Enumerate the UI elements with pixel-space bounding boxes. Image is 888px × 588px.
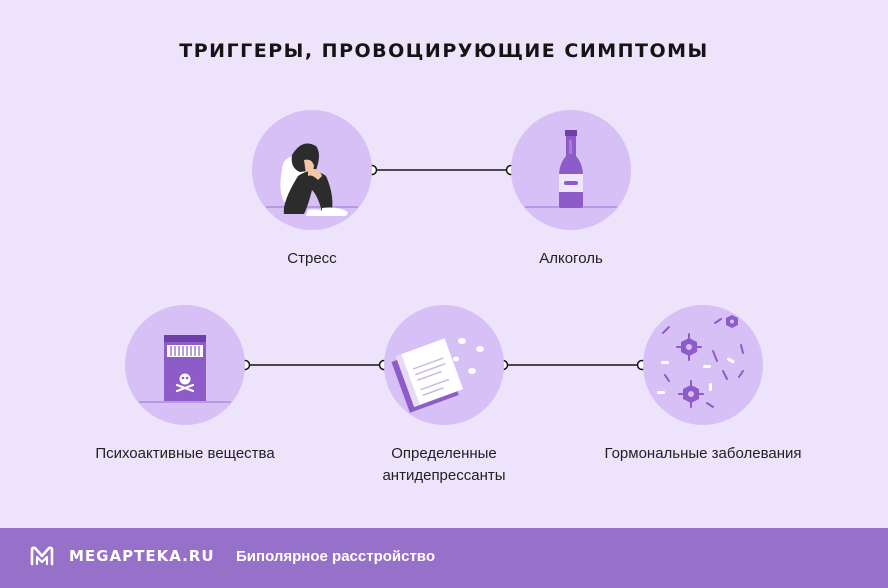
toxic-box-icon (125, 305, 245, 425)
trigger-label: Определенные антидепрессанты (382, 445, 506, 484)
virus-icon (643, 305, 763, 425)
footer-bar: MEGAPTEKA.RU Биполярное расстройство (0, 528, 888, 588)
page-title: ТРИГГЕРЫ, ПРОВОЦИРУЮЩИЕ СИМПТОМЫ (179, 40, 709, 62)
brand-name[interactable]: MEGAPTEKA.RU (69, 547, 215, 565)
trigger-antidepressants: Определенные антидепрессанты (382, 305, 506, 484)
trigger-label: Психоактивные вещества (95, 445, 275, 462)
trigger-hormonal: Гормональные заболевания (604, 305, 802, 462)
footer-topic: Биполярное расстройство (236, 548, 435, 565)
trigger-alcohol: Алкоголь (511, 110, 631, 267)
stressed-person-icon (252, 110, 372, 230)
trigger-label: Алкоголь (539, 250, 603, 267)
pills-box-icon (384, 305, 504, 425)
trigger-stress: Стресс (252, 110, 372, 267)
trigger-label: Гормональные заболевания (604, 445, 802, 462)
trigger-substances: Психоактивные вещества (95, 305, 275, 462)
trigger-label: Стресс (287, 250, 337, 267)
bottle-icon (511, 110, 631, 230)
logo-icon (30, 546, 54, 566)
